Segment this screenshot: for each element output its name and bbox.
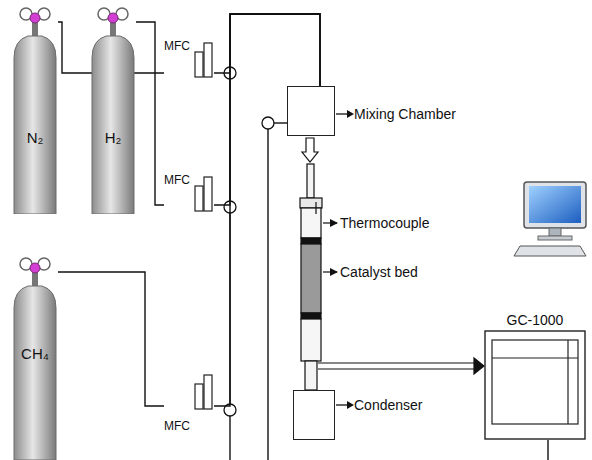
computer-icon <box>514 182 586 256</box>
gas-line <box>58 272 164 406</box>
gas-label: CH₄ <box>12 346 58 362</box>
mfc-label: MFC <box>164 418 190 434</box>
gas-cylinder: H₂ <box>90 6 136 214</box>
leader-arrows <box>323 223 337 272</box>
gas-line <box>136 22 164 205</box>
gas-cylinder-shape <box>90 6 136 214</box>
mfc-label: MFC <box>164 172 190 188</box>
gas-line <box>214 14 320 406</box>
instrument-label: GC-1000 <box>484 312 586 328</box>
data-cable <box>547 440 548 460</box>
vessel-box: Condenser <box>293 390 335 440</box>
mfc-symbol <box>194 374 214 410</box>
reactor-tube <box>300 164 322 390</box>
gas-cylinder: N₂ <box>12 6 58 214</box>
valve-circles <box>224 67 274 416</box>
gas-chromatograph: GC-1000 <box>484 312 586 440</box>
gas-cylinder: CH₄ <box>12 256 58 460</box>
vessel-box: Mixing Chamber <box>287 86 335 136</box>
mass-flow-controller: MFC <box>164 38 214 78</box>
pointer-arrow <box>336 400 356 410</box>
mass-flow-controller: MFC <box>164 172 214 212</box>
mfc-label: MFC <box>164 38 190 54</box>
part-label: Catalyst bed <box>340 264 418 280</box>
part-label: Thermocouple <box>340 215 430 231</box>
gc-outline <box>484 312 586 440</box>
vessel-label: Mixing Chamber <box>354 106 456 122</box>
mfc-symbol <box>194 42 214 78</box>
gas-label: N₂ <box>12 130 58 146</box>
gc-sample-arrow <box>318 358 484 374</box>
pointer-arrow <box>336 109 356 119</box>
gas-cylinder-shape <box>12 6 58 214</box>
feed-arrow <box>302 138 318 162</box>
mass-flow-controller: MFC <box>164 374 214 434</box>
mfc-symbol <box>194 176 214 212</box>
vessel-label: Condenser <box>354 397 423 413</box>
gas-label: H₂ <box>90 130 136 146</box>
